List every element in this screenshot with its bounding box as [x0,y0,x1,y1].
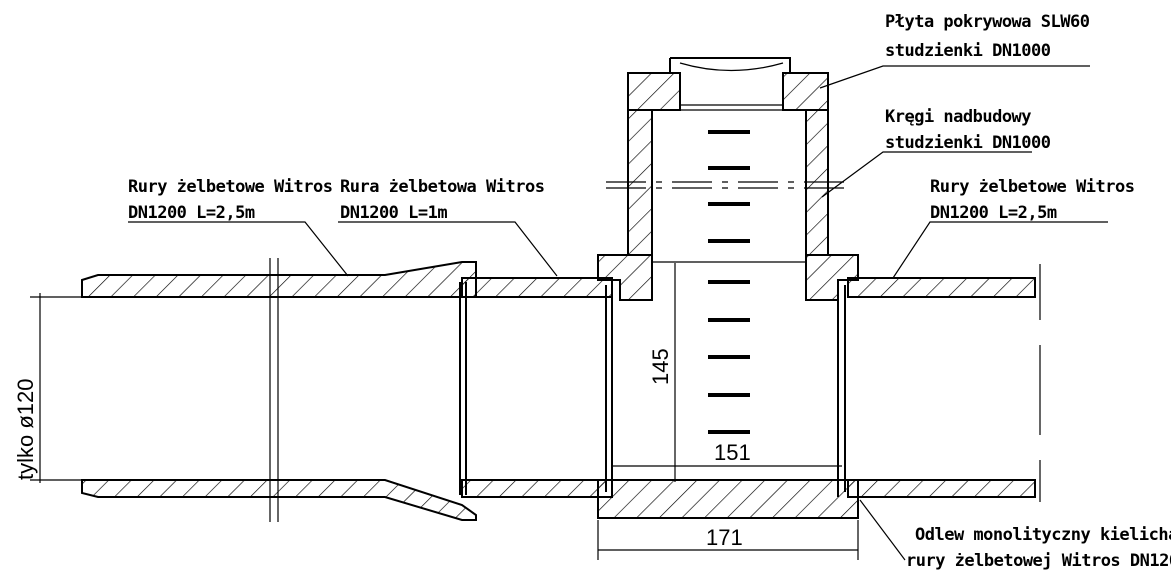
label-casting-line2: rury żelbetowej Witros DN1200 [906,551,1171,571]
label-rings-line2: studzienki DN1000 [885,133,1051,153]
label-cover-slab-line1: Płyta pokrywowa SLW60 [885,12,1090,32]
label-pipe-right-line1: Rury żelbetowe Witros [930,177,1134,197]
cover-slab [627,57,829,111]
dimension-width-171: 171 [706,525,743,550]
dimension-lines [30,263,859,560]
label-pipe-left-line1: Rury żelbetowe Witros [128,177,332,197]
label-pipe-left: Rury żelbetowe Witros DN1200 L=2,5m [128,177,333,223]
pipe-bottom-wall-middle [461,479,613,498]
pipe-top-wall-right [847,277,1036,298]
label-pipe-middle: Rura żelbetowa Witros DN1200 L=1m [340,177,545,223]
label-rings: Kręgi nadbudowy studzienki DN1000 [885,107,1051,153]
label-pipe-right-line2: DN1200 L=2,5m [930,203,1057,223]
label-casting-line1: Odlew monolityczny kielicha [915,525,1171,545]
ladder-steps [708,130,750,434]
break-lines [269,181,1041,522]
label-pipe-middle-line2: DN1200 L=1m [340,203,447,223]
pipe-bottom-wall-right [847,479,1036,498]
pipe-top-wall-middle [461,277,613,298]
label-cover-slab: Płyta pokrywowa SLW60 studzienki DN1000 [885,12,1090,61]
label-pipe-left-line2: DN1200 L=2,5m [128,203,255,223]
label-cover-slab-line2: studzienki DN1000 [885,41,1051,61]
leader-lines [128,65,1108,561]
label-casting: Odlew monolityczny kielicha rury żelbeto… [906,525,1171,571]
casting-top [597,254,859,301]
label-rings-line1: Kręgi nadbudowy [885,107,1031,127]
dimension-diameter: tylko ø120 [13,379,38,481]
socket-joints [459,280,846,497]
casting-base [597,479,859,519]
pipe-top-wall-left [81,261,477,298]
dimension-width-151: 151 [714,440,751,465]
label-pipe-middle-line1: Rura żelbetowa Witros [340,177,544,197]
dimension-height-145: 145 [648,348,673,385]
label-pipe-right: Rury żelbetowe Witros DN1200 L=2,5m [930,177,1135,223]
pipe-bottom-wall-left [81,479,477,521]
